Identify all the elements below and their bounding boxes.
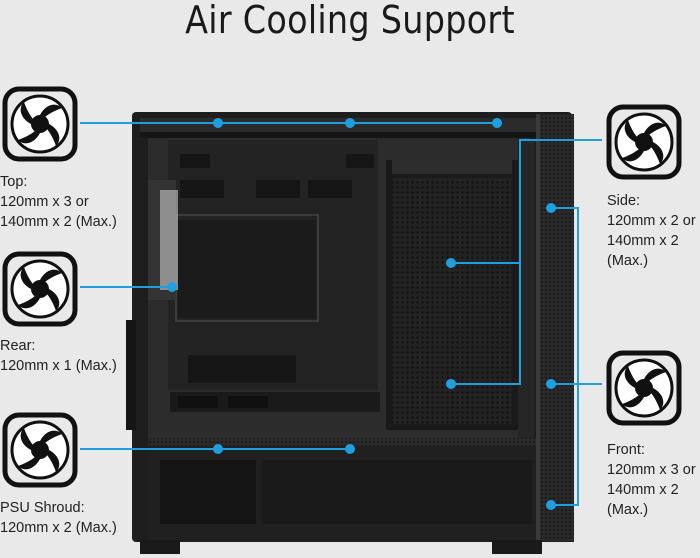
psu-heading: PSU Shroud:: [0, 500, 85, 516]
front-heading: Front:: [607, 442, 645, 458]
front-line3: (Max.): [607, 502, 649, 518]
rear-heading: Rear:: [0, 338, 36, 354]
rear-fan-label: Rear: 120mm x 1 (Max.): [0, 336, 117, 376]
front-fan-label: Front: 120mm x 3 or 140mm x 2 (Max.): [607, 440, 696, 520]
connector-top: [80, 118, 502, 128]
front-line1: 120mm x 3 or: [607, 462, 696, 478]
side-fan-label: Side: 120mm x 2 or 140mm x 2 (Max.): [607, 191, 696, 271]
side-line3: (Max.): [607, 253, 649, 269]
side-heading: Side:: [607, 193, 641, 209]
fan-icon: [2, 86, 78, 162]
connector-rear: [80, 282, 177, 292]
side-line2: 140mm x 2: [607, 233, 679, 249]
psu-line1: 120mm x 2 (Max.): [0, 520, 117, 536]
connector-front: [546, 203, 602, 510]
case-chassis: [126, 112, 574, 554]
fan-icon: [606, 104, 682, 180]
fan-icon: [606, 350, 682, 426]
fan-icon: [2, 251, 78, 327]
page-title: Air Cooling Support: [185, 0, 515, 42]
top-line2: 140mm x 2 (Max.): [0, 214, 117, 230]
psu-fan-label: PSU Shroud: 120mm x 2 (Max.): [0, 498, 117, 538]
top-fan-label: Top: 120mm x 3 or 140mm x 2 (Max.): [0, 172, 117, 232]
connector-psu: [80, 444, 355, 454]
front-line2: 140mm x 2: [607, 482, 679, 498]
top-line1: 120mm x 3 or: [0, 194, 89, 210]
fan-icon: [2, 412, 78, 488]
connector-side: [446, 139, 602, 389]
side-line1: 120mm x 2 or: [607, 213, 696, 229]
rear-line1: 120mm x 1 (Max.): [0, 358, 117, 374]
top-heading: Top:: [0, 174, 28, 190]
